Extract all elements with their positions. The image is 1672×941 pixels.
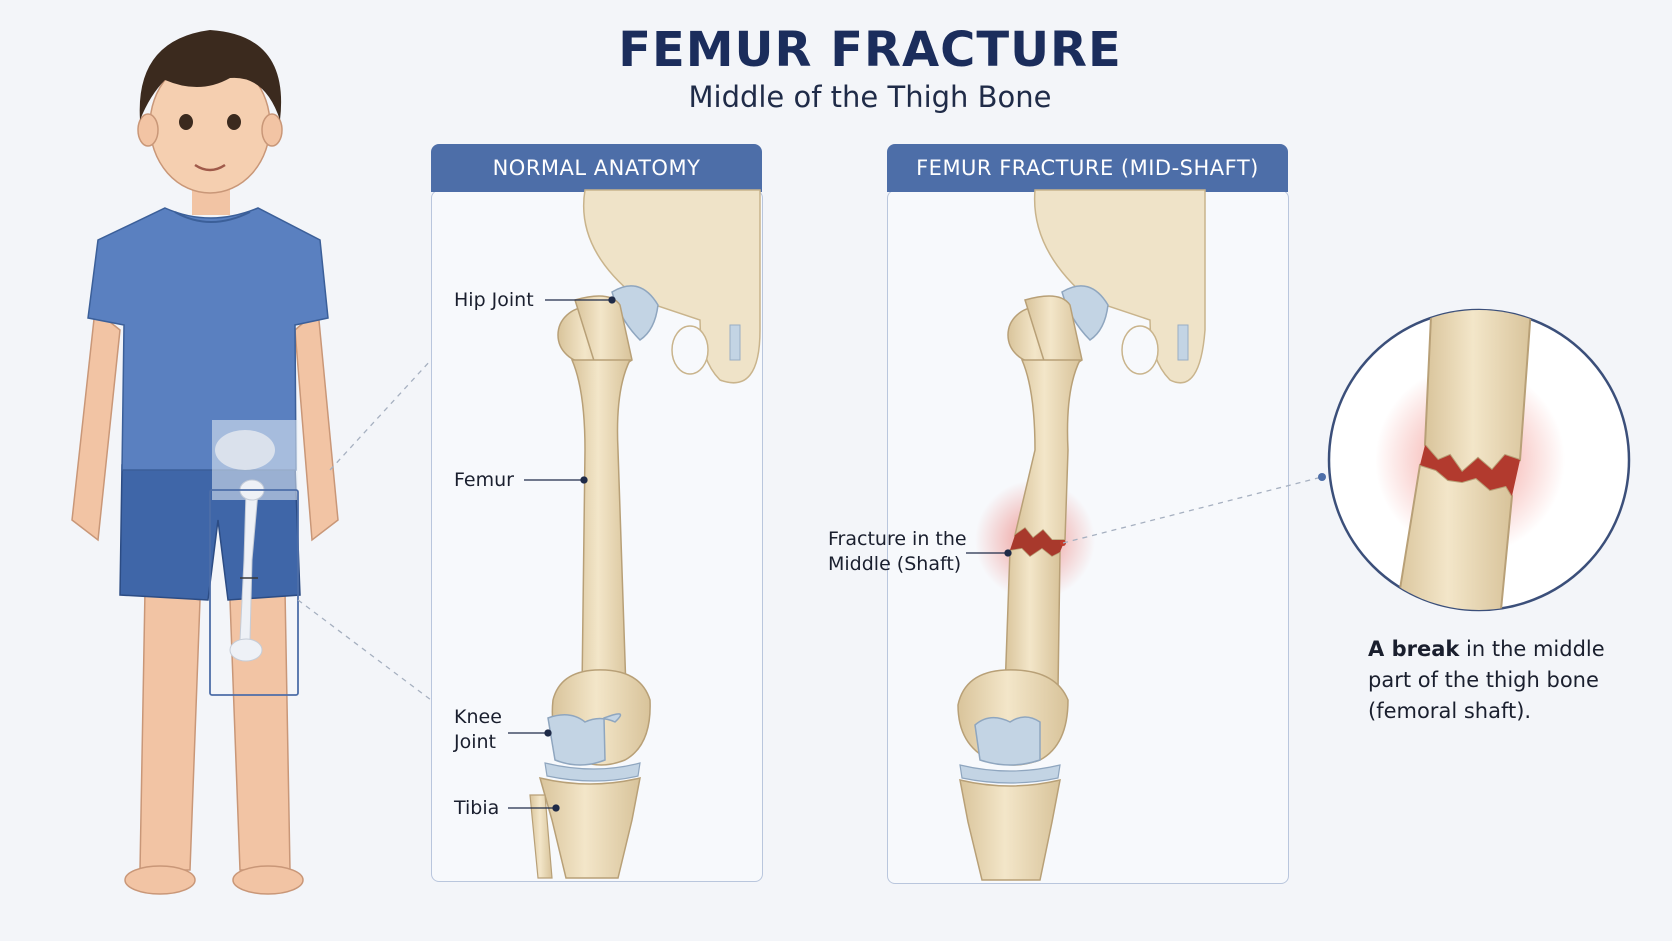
- caption-bold: A break: [1368, 637, 1460, 661]
- label-femur: Femur: [454, 469, 514, 491]
- normal-anatomy-header: NORMAL ANATOMY: [431, 144, 762, 192]
- caption-line2: part of the thigh bone: [1368, 668, 1599, 692]
- label-fracture-line1: Fracture in the: [828, 528, 967, 550]
- page-subtitle: Middle of the Thigh Bone: [688, 80, 1052, 114]
- caption-line3: (femoral shaft).: [1368, 699, 1532, 723]
- normal-leader-lines: [508, 296, 616, 812]
- zoom-connectors: [297, 359, 432, 701]
- child-figure: [71, 30, 339, 895]
- label-knee-joint: Knee Joint: [454, 705, 502, 755]
- fractured-femur-illustration: [957, 189, 1206, 881]
- label-hip-joint: Hip Joint: [454, 289, 534, 311]
- caption-line1-rest: in the middle: [1459, 637, 1605, 661]
- fracture-caption: A break in the middle part of the thigh …: [1368, 634, 1668, 727]
- label-knee-line1: Knee: [454, 706, 502, 728]
- label-fracture-line2: Middle (Shaft): [828, 553, 962, 575]
- magnified-fracture-view: [1327, 308, 1631, 612]
- label-knee-line2: Joint: [454, 731, 496, 753]
- label-tibia: Tibia: [454, 797, 500, 819]
- normal-femur-illustration: [529, 189, 761, 879]
- fracture-header: FEMUR FRACTURE (MID-SHAFT): [887, 144, 1288, 192]
- fracture-leader-line: [966, 549, 1012, 557]
- page-title: FEMUR FRACTURE: [618, 22, 1122, 78]
- zoom-box: [209, 489, 299, 696]
- magnifier-connector: [1060, 473, 1326, 546]
- label-fracture-middle: Fracture in the Middle (Shaft): [828, 527, 967, 577]
